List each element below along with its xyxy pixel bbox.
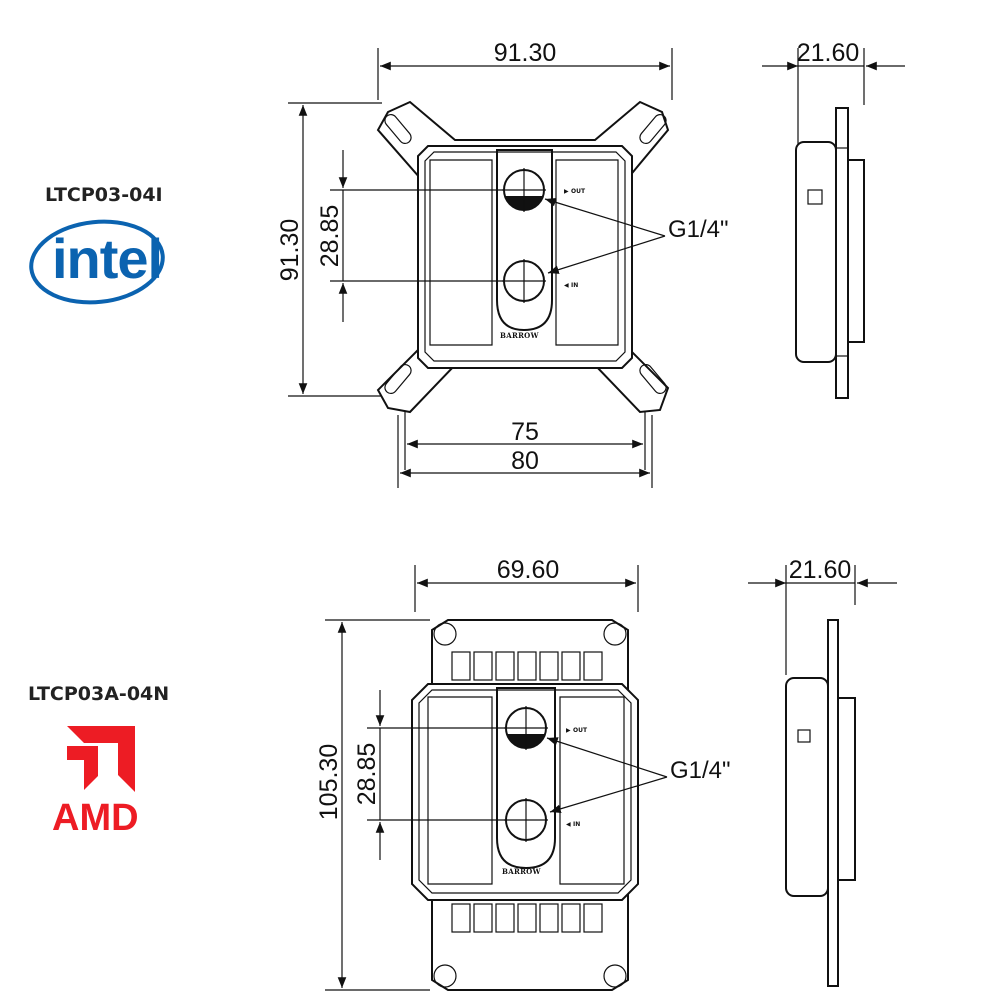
svg-text:69.60: 69.60 bbox=[497, 556, 560, 584]
intel-height-dimension: 91.30 bbox=[276, 102, 382, 397]
intel-section: LTCP03-04I intel bbox=[29, 39, 905, 488]
svg-text:G1/4": G1/4" bbox=[670, 757, 731, 784]
svg-text:21.60: 21.60 bbox=[797, 39, 860, 67]
intel-port-spacing-dimension: 28.85 bbox=[316, 150, 505, 322]
svg-text:BARROW: BARROW bbox=[502, 867, 541, 876]
amd-section: LTCP03A-04N AMD bbox=[28, 556, 897, 991]
svg-text:▶: ▶ bbox=[564, 188, 569, 195]
svg-text:IN: IN bbox=[571, 282, 578, 289]
svg-text:G1/4": G1/4" bbox=[668, 216, 729, 243]
svg-text:intel: intel bbox=[52, 227, 162, 290]
svg-text:AMD: AMD bbox=[52, 797, 139, 839]
amd-front-view: ▶ OUT ◀ IN BARROW bbox=[411, 619, 639, 991]
svg-text:▶: ▶ bbox=[566, 727, 571, 734]
svg-text:OUT: OUT bbox=[571, 188, 586, 195]
amd-side-view: 21.60 bbox=[748, 556, 897, 987]
svg-text:IN: IN bbox=[573, 821, 580, 828]
amd-thread-callout: G1/4" bbox=[546, 737, 731, 814]
svg-text:21.60: 21.60 bbox=[789, 556, 852, 584]
svg-text:◀: ◀ bbox=[566, 821, 571, 828]
svg-text:91.30: 91.30 bbox=[276, 219, 304, 282]
intel-logo: intel bbox=[29, 219, 165, 305]
intel-width-dimension: 91.30 bbox=[377, 39, 673, 100]
amd-model-label: LTCP03A-04N bbox=[28, 683, 169, 705]
svg-text:28.85: 28.85 bbox=[316, 205, 344, 268]
svg-text:80: 80 bbox=[511, 447, 539, 475]
intel-mount-dimensions: 75 80 bbox=[397, 412, 653, 488]
svg-text:75: 75 bbox=[511, 418, 539, 446]
intel-front-view: ▶ OUT ◀ IN BARROW bbox=[376, 100, 670, 414]
svg-text:BARROW: BARROW bbox=[500, 331, 539, 340]
intel-side-view: 21.60 bbox=[762, 39, 905, 399]
svg-text:105.30: 105.30 bbox=[315, 744, 343, 820]
intel-model-label: LTCP03-04I bbox=[45, 184, 163, 206]
amd-port-spacing-dimension: 28.85 bbox=[353, 690, 506, 860]
svg-text:◀: ◀ bbox=[564, 282, 569, 289]
svg-text:91.30: 91.30 bbox=[494, 39, 557, 67]
amd-logo: AMD bbox=[52, 726, 139, 839]
amd-height-dimension: 105.30 bbox=[315, 619, 430, 991]
svg-text:28.85: 28.85 bbox=[353, 743, 381, 806]
intel-thread-callout: G1/4" bbox=[544, 198, 729, 274]
amd-width-dimension: 69.60 bbox=[414, 556, 639, 612]
svg-text:OUT: OUT bbox=[573, 727, 588, 734]
